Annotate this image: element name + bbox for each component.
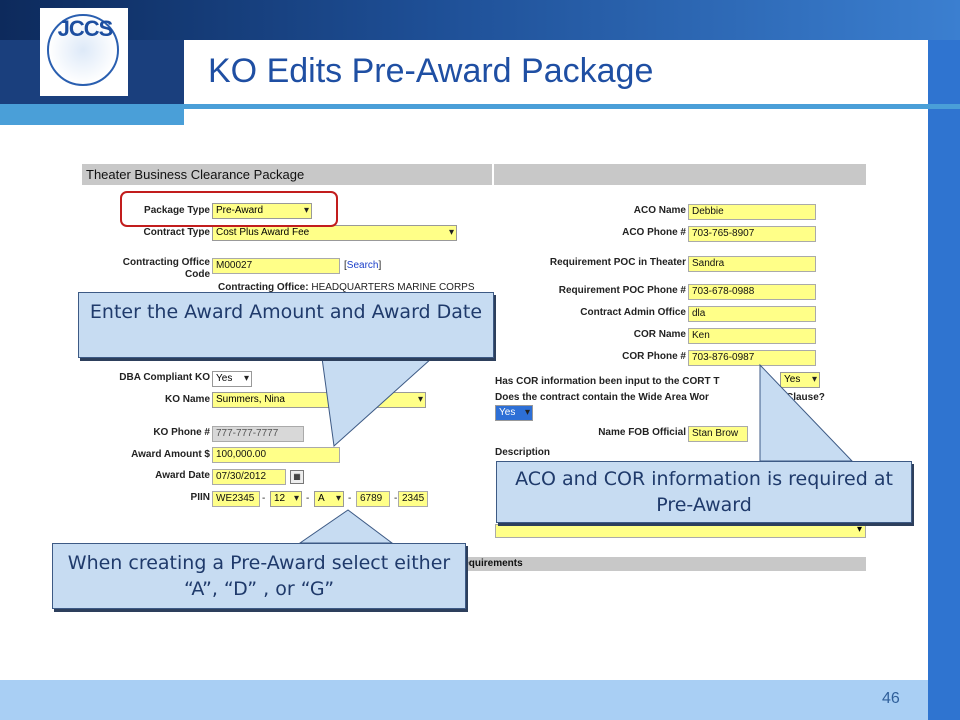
contract-admin-office-label: Contract Admin Office	[580, 307, 686, 318]
right-banner	[928, 40, 960, 720]
title-rule	[0, 104, 960, 109]
description-field[interactable]: ▾	[495, 524, 866, 538]
pointer-aco-cor	[759, 363, 854, 462]
jccs-logo: JCCS	[40, 8, 128, 96]
form-header-right	[494, 164, 866, 185]
callout-pre-award-select: When creating a Pre-Award select either …	[52, 543, 466, 609]
piin-sep-1: -	[262, 493, 266, 504]
aco-phone-field[interactable]: 703-765-8907	[688, 226, 816, 242]
title-rule-accent	[0, 109, 184, 125]
wide-area-question-select[interactable]: Yes	[495, 405, 533, 421]
aco-name-label: ACO Name	[633, 205, 686, 216]
contracting-office-code-label-line1: Contracting Office	[122, 257, 210, 268]
piin-part3-select[interactable]: A	[314, 491, 344, 507]
contracting-office-value: HEADQUARTERS MARINE CORPS	[311, 282, 475, 293]
slide-title: KO Edits Pre-Award Package	[208, 52, 654, 90]
search-link-open: [	[344, 260, 347, 271]
package-type-highlight	[120, 191, 338, 227]
description-dropdown-icon[interactable]: ▾	[856, 524, 862, 535]
req-poc-phone-label: Requirement POC Phone #	[558, 285, 686, 296]
top-banner	[0, 0, 960, 40]
calendar-icon[interactable]: ▦	[290, 470, 304, 484]
req-poc-theater-label: Requirement POC in Theater	[549, 257, 686, 268]
award-date-label: Award Date	[155, 470, 210, 481]
award-amount-field[interactable]: 100,000.00	[212, 447, 340, 463]
ko-name-label: KO Name	[164, 394, 210, 405]
tbc-package-form: Theater Business Clearance Package Packa…	[82, 164, 866, 584]
fob-official-label: Name FOB Official	[598, 427, 686, 438]
contracting-office-code-field[interactable]: M00027	[212, 258, 340, 274]
package-type-label: Package Type	[144, 205, 210, 216]
contracting-office-label: Contracting Office:	[218, 282, 309, 293]
logo-seal: JCCS	[47, 14, 119, 86]
form-header: Theater Business Clearance Package	[82, 164, 492, 185]
fob-official-field[interactable]: Stan Brow	[688, 426, 748, 442]
contract-admin-office-field[interactable]: dla	[688, 306, 816, 322]
bottom-banner	[0, 680, 928, 720]
piin-part5-field[interactable]: 2345	[398, 491, 428, 507]
piin-sep-3: -	[348, 493, 352, 504]
contracting-office-row: Contracting Office: HEADQUARTERS MARINE …	[218, 282, 492, 293]
search-link[interactable]: [Search]	[344, 260, 381, 271]
award-date-field[interactable]: 07/30/2012	[212, 469, 286, 485]
pointer-pre-award	[298, 509, 394, 544]
piin-part4-field[interactable]: 6789	[356, 491, 390, 507]
award-amount-label: Award Amount $	[131, 449, 210, 460]
wide-area-question-tail: Clause?	[786, 392, 825, 403]
cor-name-field[interactable]: Ken	[688, 328, 816, 344]
cor-name-label: COR Name	[633, 329, 686, 340]
contracting-office-code-label-line2: Code	[185, 269, 210, 280]
package-type-select[interactable]: Pre-Award	[212, 203, 312, 219]
piin-label: PIIN	[190, 492, 210, 503]
cort-question-select[interactable]: Yes	[780, 372, 820, 388]
page-number: 46	[882, 690, 900, 707]
aco-name-field[interactable]: Debbie	[688, 204, 816, 220]
cor-phone-field[interactable]: 703-876-0987	[688, 350, 816, 366]
piin-sep-4: -	[394, 493, 398, 504]
callout-aco-cor: ACO and COR information is required at P…	[496, 461, 912, 523]
pointer-award	[321, 357, 434, 448]
description-label: Description	[495, 447, 551, 458]
callout-award-amount-date: Enter the Award Amount and Award Date	[78, 292, 494, 358]
search-link-close: ]	[378, 260, 382, 271]
logo-text: JCCS	[57, 16, 114, 41]
dba-compliant-ko-select[interactable]: Yes	[212, 371, 252, 387]
requirements-header: Requirements	[452, 557, 866, 571]
piin-part1-field[interactable]: WE2345	[212, 491, 260, 507]
search-link-text: Search	[346, 260, 379, 271]
aco-phone-label: ACO Phone #	[622, 227, 686, 238]
ko-phone-field: 777-777-7777	[212, 426, 304, 442]
dba-compliant-ko-label: DBA Compliant KO	[119, 372, 210, 383]
req-poc-theater-field[interactable]: Sandra	[688, 256, 816, 272]
cor-phone-label: COR Phone #	[622, 351, 686, 362]
ko-phone-label: KO Phone #	[153, 427, 210, 438]
wide-area-question-label: Does the contract contain the Wide Area …	[495, 392, 709, 403]
piin-part2-select[interactable]: 12	[270, 491, 302, 507]
req-poc-phone-field[interactable]: 703-678-0988	[688, 284, 816, 300]
piin-sep-2: -	[306, 493, 310, 504]
cort-question-label: Has COR information been input to the CO…	[495, 376, 720, 387]
contract-type-label: Contract Type	[143, 227, 211, 238]
